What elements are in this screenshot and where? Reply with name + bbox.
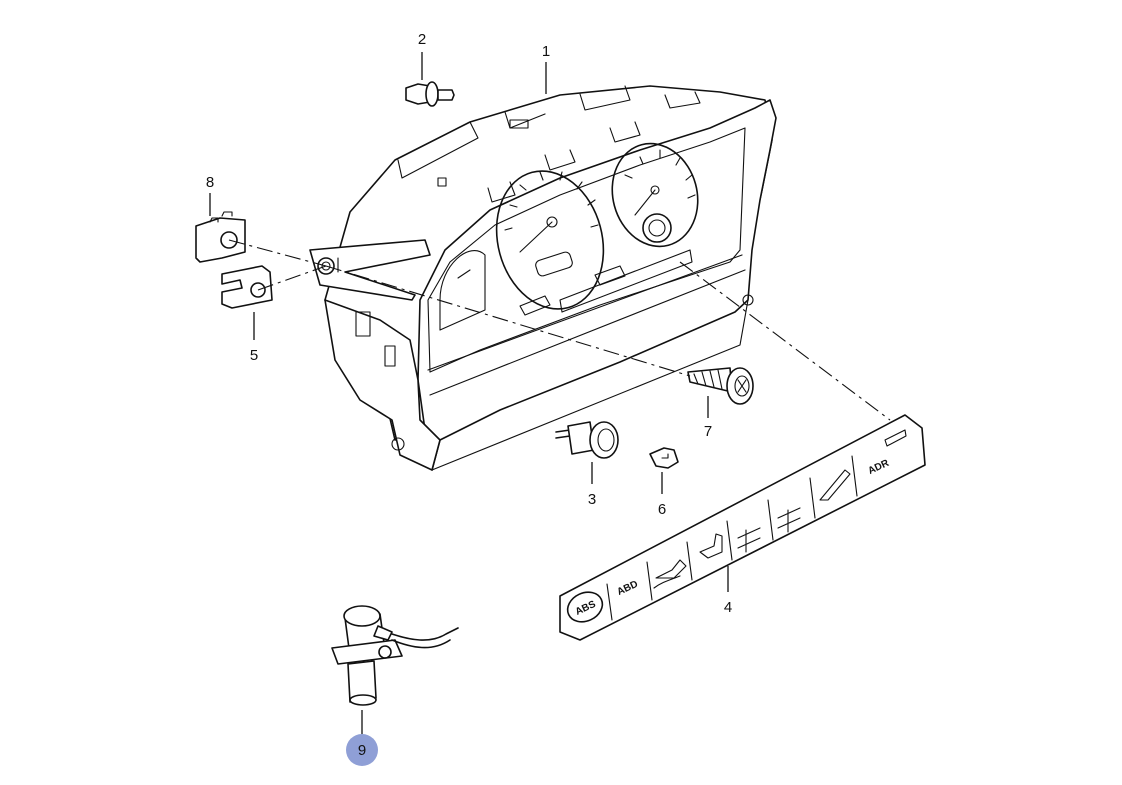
circuit-icon-2 <box>777 507 801 533</box>
callout-6[interactable]: 6 <box>658 501 666 518</box>
bulb-holder-part-3[interactable] <box>555 421 619 459</box>
callout-3[interactable]: 3 <box>588 491 596 508</box>
callouts: 1 2 3 4 5 6 7 8 9 <box>206 31 732 766</box>
callout-5[interactable]: 5 <box>250 347 258 364</box>
engine-warning-icon <box>699 533 723 559</box>
assembly-lines <box>228 239 891 421</box>
speed-nut-part-5[interactable] <box>221 265 273 309</box>
gauge-warning-icon <box>819 469 851 501</box>
clip-part-2[interactable] <box>405 81 455 107</box>
callout-9-marker[interactable] <box>346 734 378 766</box>
callout-4[interactable]: 4 <box>724 599 732 616</box>
screw-part-7[interactable] <box>687 367 754 405</box>
clip-plate-part-8[interactable] <box>195 211 246 263</box>
circuit-icon <box>737 527 761 553</box>
instrument-cluster[interactable] <box>309 85 777 471</box>
callout-7[interactable]: 7 <box>704 423 712 440</box>
callout-8[interactable]: 8 <box>206 174 214 191</box>
callout-2[interactable]: 2 <box>418 31 426 48</box>
callout-9[interactable]: 9 <box>358 742 366 759</box>
callout-1[interactable]: 1 <box>542 43 550 60</box>
leader-lines <box>209 52 729 734</box>
warning-strip-part-4[interactable]: ABS ABD ADR <box>559 414 926 641</box>
oil-warning-icon <box>653 559 687 589</box>
bulb-part-6[interactable] <box>649 447 679 469</box>
sensor-part-9[interactable] <box>331 605 459 706</box>
